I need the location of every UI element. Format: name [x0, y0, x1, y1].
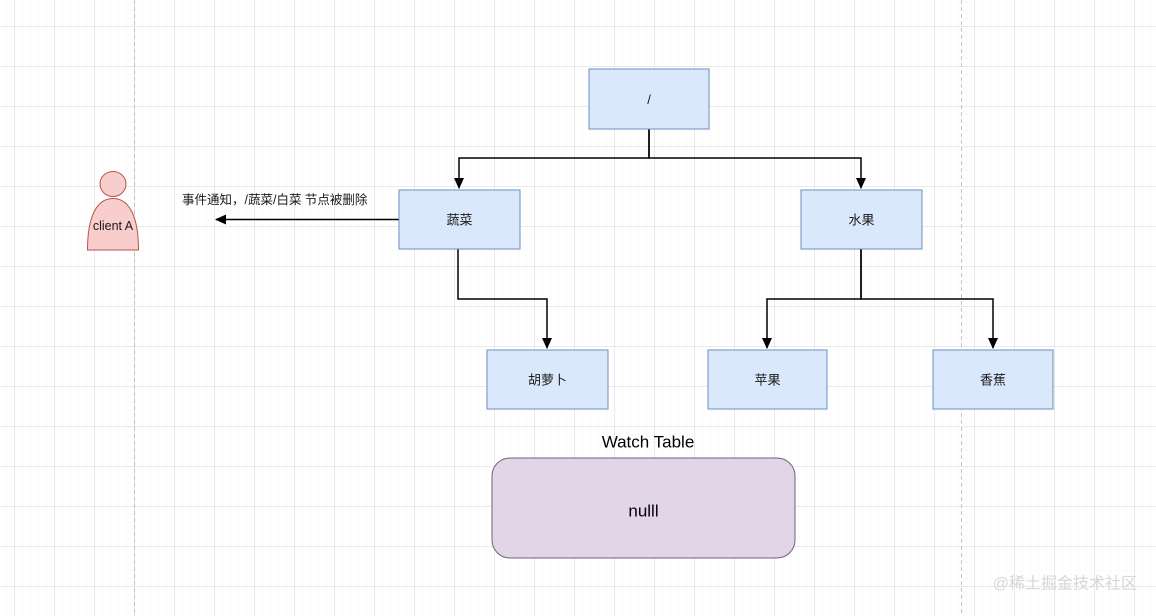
node-banana-label: 香蕉 [980, 373, 1006, 388]
edge-root-to-fruit [648, 129, 866, 189]
edge-fruit-to-apple [762, 249, 862, 349]
node-vegetable-box [398, 189, 521, 250]
node-vegetable-label: 蔬菜 [446, 213, 472, 228]
watch-table-rect [491, 457, 796, 559]
node-carrot-label: 胡萝卜 [528, 373, 567, 388]
node-banana-box [932, 349, 1054, 410]
edge-vegetable-to-carrot [457, 249, 552, 349]
notification-text: 事件通知，/蔬菜/白菜 节点被删除 [182, 192, 368, 207]
node-apple-label: 苹果 [754, 373, 780, 388]
node-root-box [588, 68, 710, 130]
person-body-icon [86, 197, 140, 251]
node-fruit: 水果 [800, 189, 923, 250]
node-apple: 苹果 [707, 349, 828, 410]
node-apple-box [707, 349, 828, 410]
person-head-icon [99, 171, 127, 197]
edge-root-to-vegetable [454, 129, 650, 189]
watch-table-value: nulll [628, 502, 658, 521]
client-actor: client A [86, 171, 140, 251]
node-carrot: 胡萝卜 [486, 349, 609, 410]
watermark: @稀土掘金技术社区 [993, 575, 1137, 593]
node-root-label: / [647, 92, 651, 107]
node-banana: 香蕉 [932, 349, 1054, 410]
node-carrot-box [486, 349, 609, 410]
node-fruit-box [800, 189, 923, 250]
node-root: / [588, 68, 710, 130]
node-vegetable: 蔬菜 [398, 189, 521, 250]
client-actor-label: client A [93, 219, 134, 233]
tree-connectors [454, 129, 998, 349]
node-fruit-label: 水果 [848, 213, 874, 228]
watch-table-title: Watch Table [602, 433, 695, 452]
edge-fruit-to-banana [860, 249, 998, 349]
watch-table-box: nulll [491, 457, 796, 559]
